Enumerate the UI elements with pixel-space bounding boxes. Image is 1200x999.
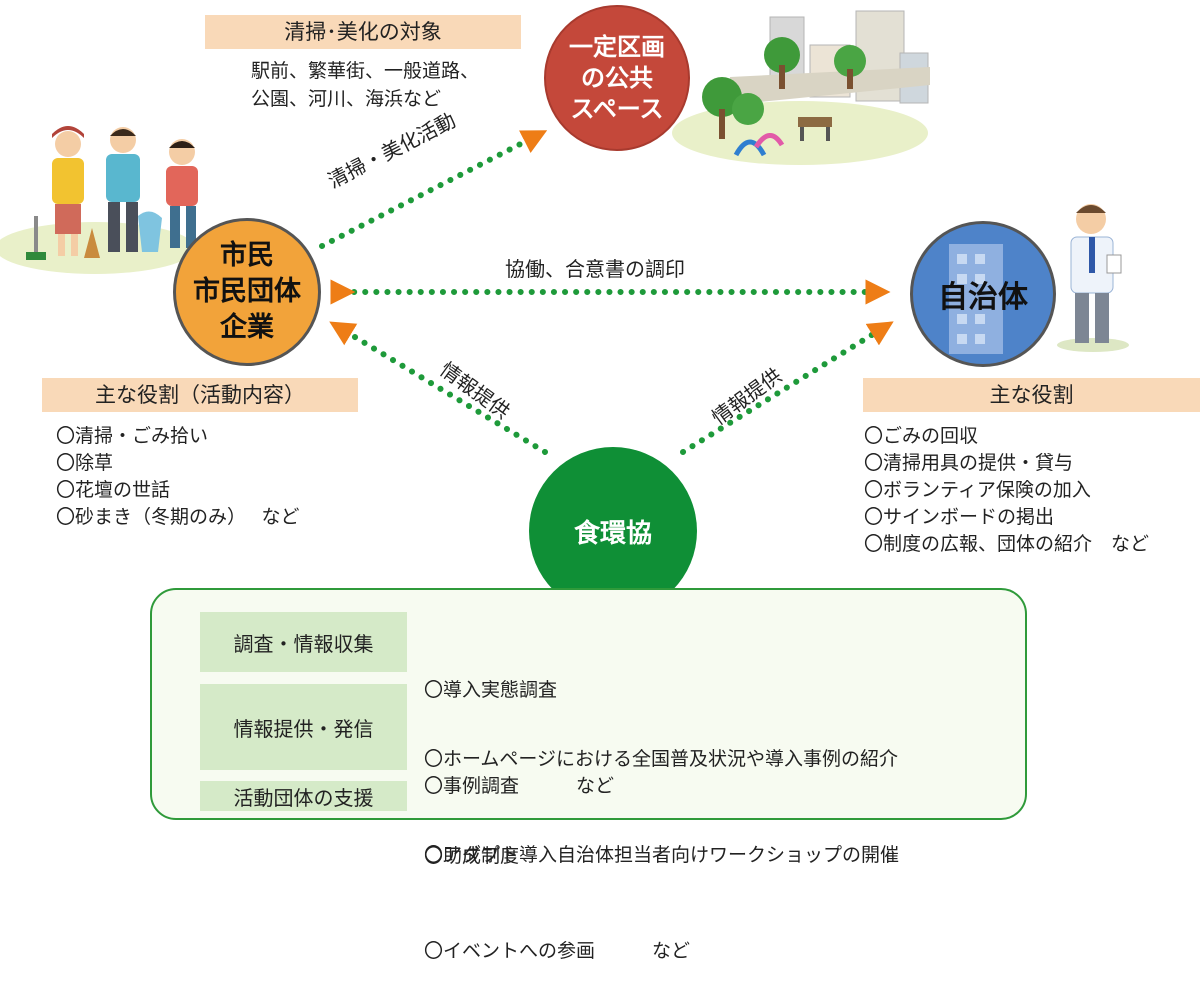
municipality-role-item: 〇ボランティア保険の加入	[864, 479, 1091, 501]
activity-item: 〇助成制度	[424, 845, 520, 867]
activity-item: 〇ホームページにおける全国普及状況や導入事例の紹介	[424, 748, 899, 770]
city-park-illustration	[672, 10, 930, 165]
cleaning-connector	[319, 130, 548, 249]
activity-item: 〇導入実態調査	[424, 679, 558, 701]
municipality-role-item: 〇ごみの回収	[864, 425, 979, 447]
activity-items-research: 〇導入実態調査 〇事例調査 など	[424, 610, 614, 834]
center-circle: 食環協	[529, 447, 697, 615]
info-left-connector	[329, 321, 548, 455]
activity-items-support: 〇助成制度	[424, 781, 519, 901]
connector-layer	[319, 130, 894, 455]
citizens-label-2: 市民団体	[193, 276, 301, 307]
public-space-label-2: の公共	[581, 63, 653, 92]
public-space-label-3: スペース	[570, 94, 664, 123]
citizen-role-item: 〇花壇の世話	[56, 479, 171, 501]
info-right-connector	[680, 321, 894, 455]
activity-label-info: 情報提供・発信	[200, 684, 407, 770]
citizens-label-1: 市民	[220, 240, 274, 271]
citizens-label-3: 企業	[220, 312, 274, 343]
collaboration-label: 協働、合意書の調印	[505, 257, 685, 281]
citizen-role-item: 〇除草	[56, 452, 114, 474]
official-illustration	[1057, 204, 1129, 352]
building-icon	[949, 244, 1003, 354]
municipality-role-item: 〇サインボードの掲出	[864, 506, 1055, 528]
citizen-role-item: 〇清掃・ごみ拾い	[56, 425, 209, 447]
citizens-illustration	[0, 126, 198, 274]
activity-label-research: 調査・情報収集	[200, 612, 407, 672]
municipality-role-item: 〇制度の広報、団体の紹介 など	[864, 533, 1150, 555]
public-space-label-1: 一定区画	[569, 32, 665, 61]
municipality-roles-header: 主な役割	[863, 378, 1200, 412]
targets-line-1: 駅前、繁華街、一般道路、	[251, 60, 480, 82]
citizen-role-item: 〇砂まき（冬期のみ） など	[56, 506, 300, 528]
municipality-circle: 自治体	[910, 221, 1056, 367]
targets-header: 清掃･美化の対象	[205, 15, 521, 49]
targets-line-2: 公園、河川、海浜など	[251, 88, 442, 110]
municipality-label: 自治体	[938, 280, 1028, 315]
municipality-role-item: 〇清掃用具の提供・貸与	[864, 452, 1074, 474]
activity-item: 〇事例調査 など	[424, 775, 615, 797]
center-label: 食環協	[573, 518, 652, 549]
citizen-roles-header: 主な役割（活動内容）	[42, 378, 358, 412]
citizens-circle: 市民 市民団体 企業	[173, 218, 321, 366]
activity-item: 〇イベントへの参画 など	[424, 940, 691, 962]
activity-label-support: 活動団体の支援	[200, 781, 407, 811]
public-space-circle: 一定区画 の公共 スペース	[544, 5, 690, 151]
